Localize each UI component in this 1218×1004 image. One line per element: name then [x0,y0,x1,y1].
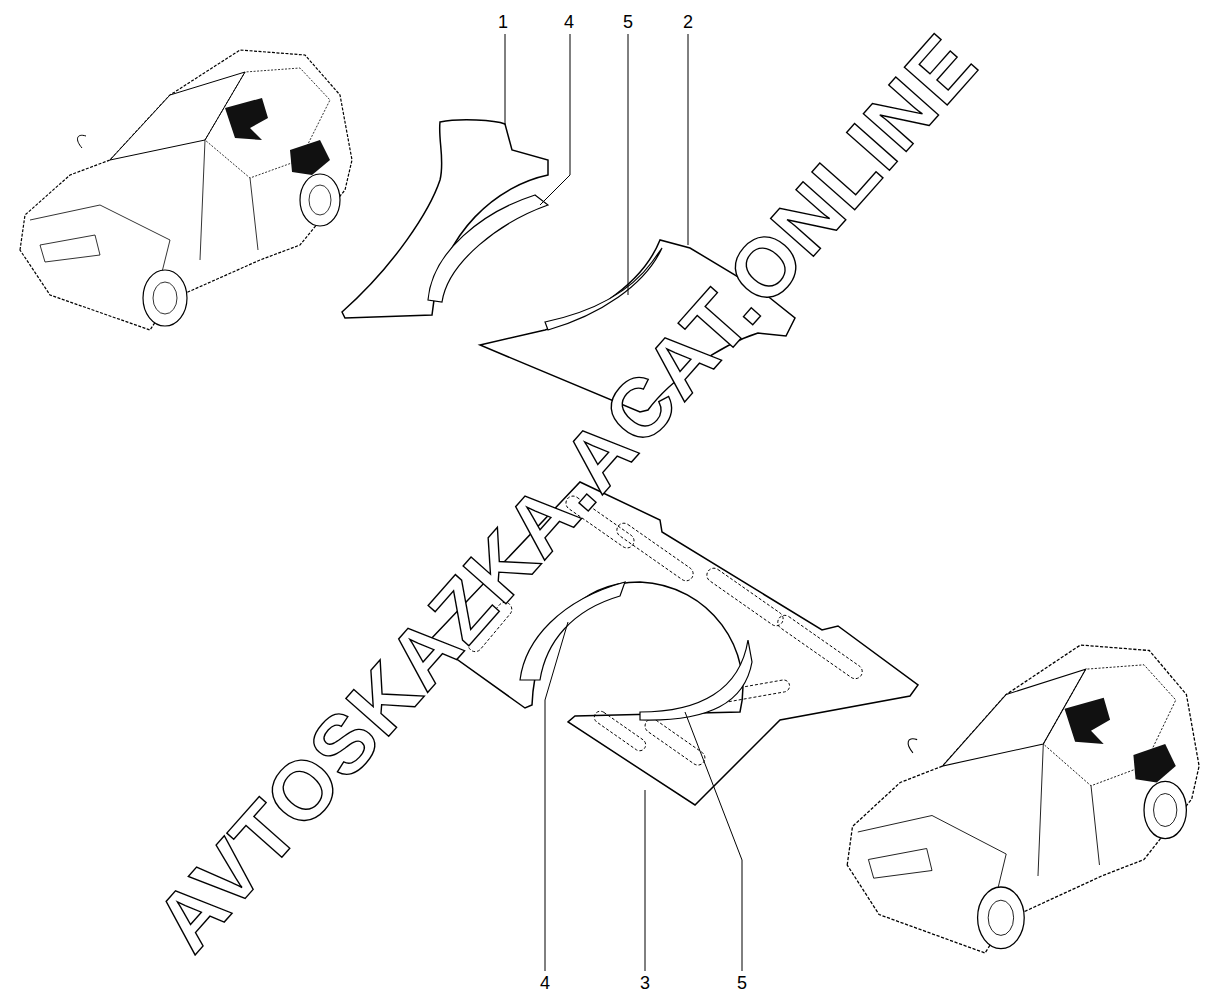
callout-number: 1 [498,13,508,31]
insulation-strip [520,582,625,680]
insulation-panel [342,120,548,318]
insulation-strip [640,640,752,720]
callout-number: 5 [623,13,633,31]
watermark: AVTOSKAZKA.ACAT.ONLINE [141,19,991,964]
insulation-strip [545,248,662,330]
callout-number: 4 [540,974,550,992]
car-view [20,50,352,330]
callout-number: 5 [737,974,747,992]
callout-number: 2 [683,13,693,31]
callout-number: 3 [640,974,650,992]
callout-number: 4 [564,13,574,31]
insulation-strip [428,195,548,302]
